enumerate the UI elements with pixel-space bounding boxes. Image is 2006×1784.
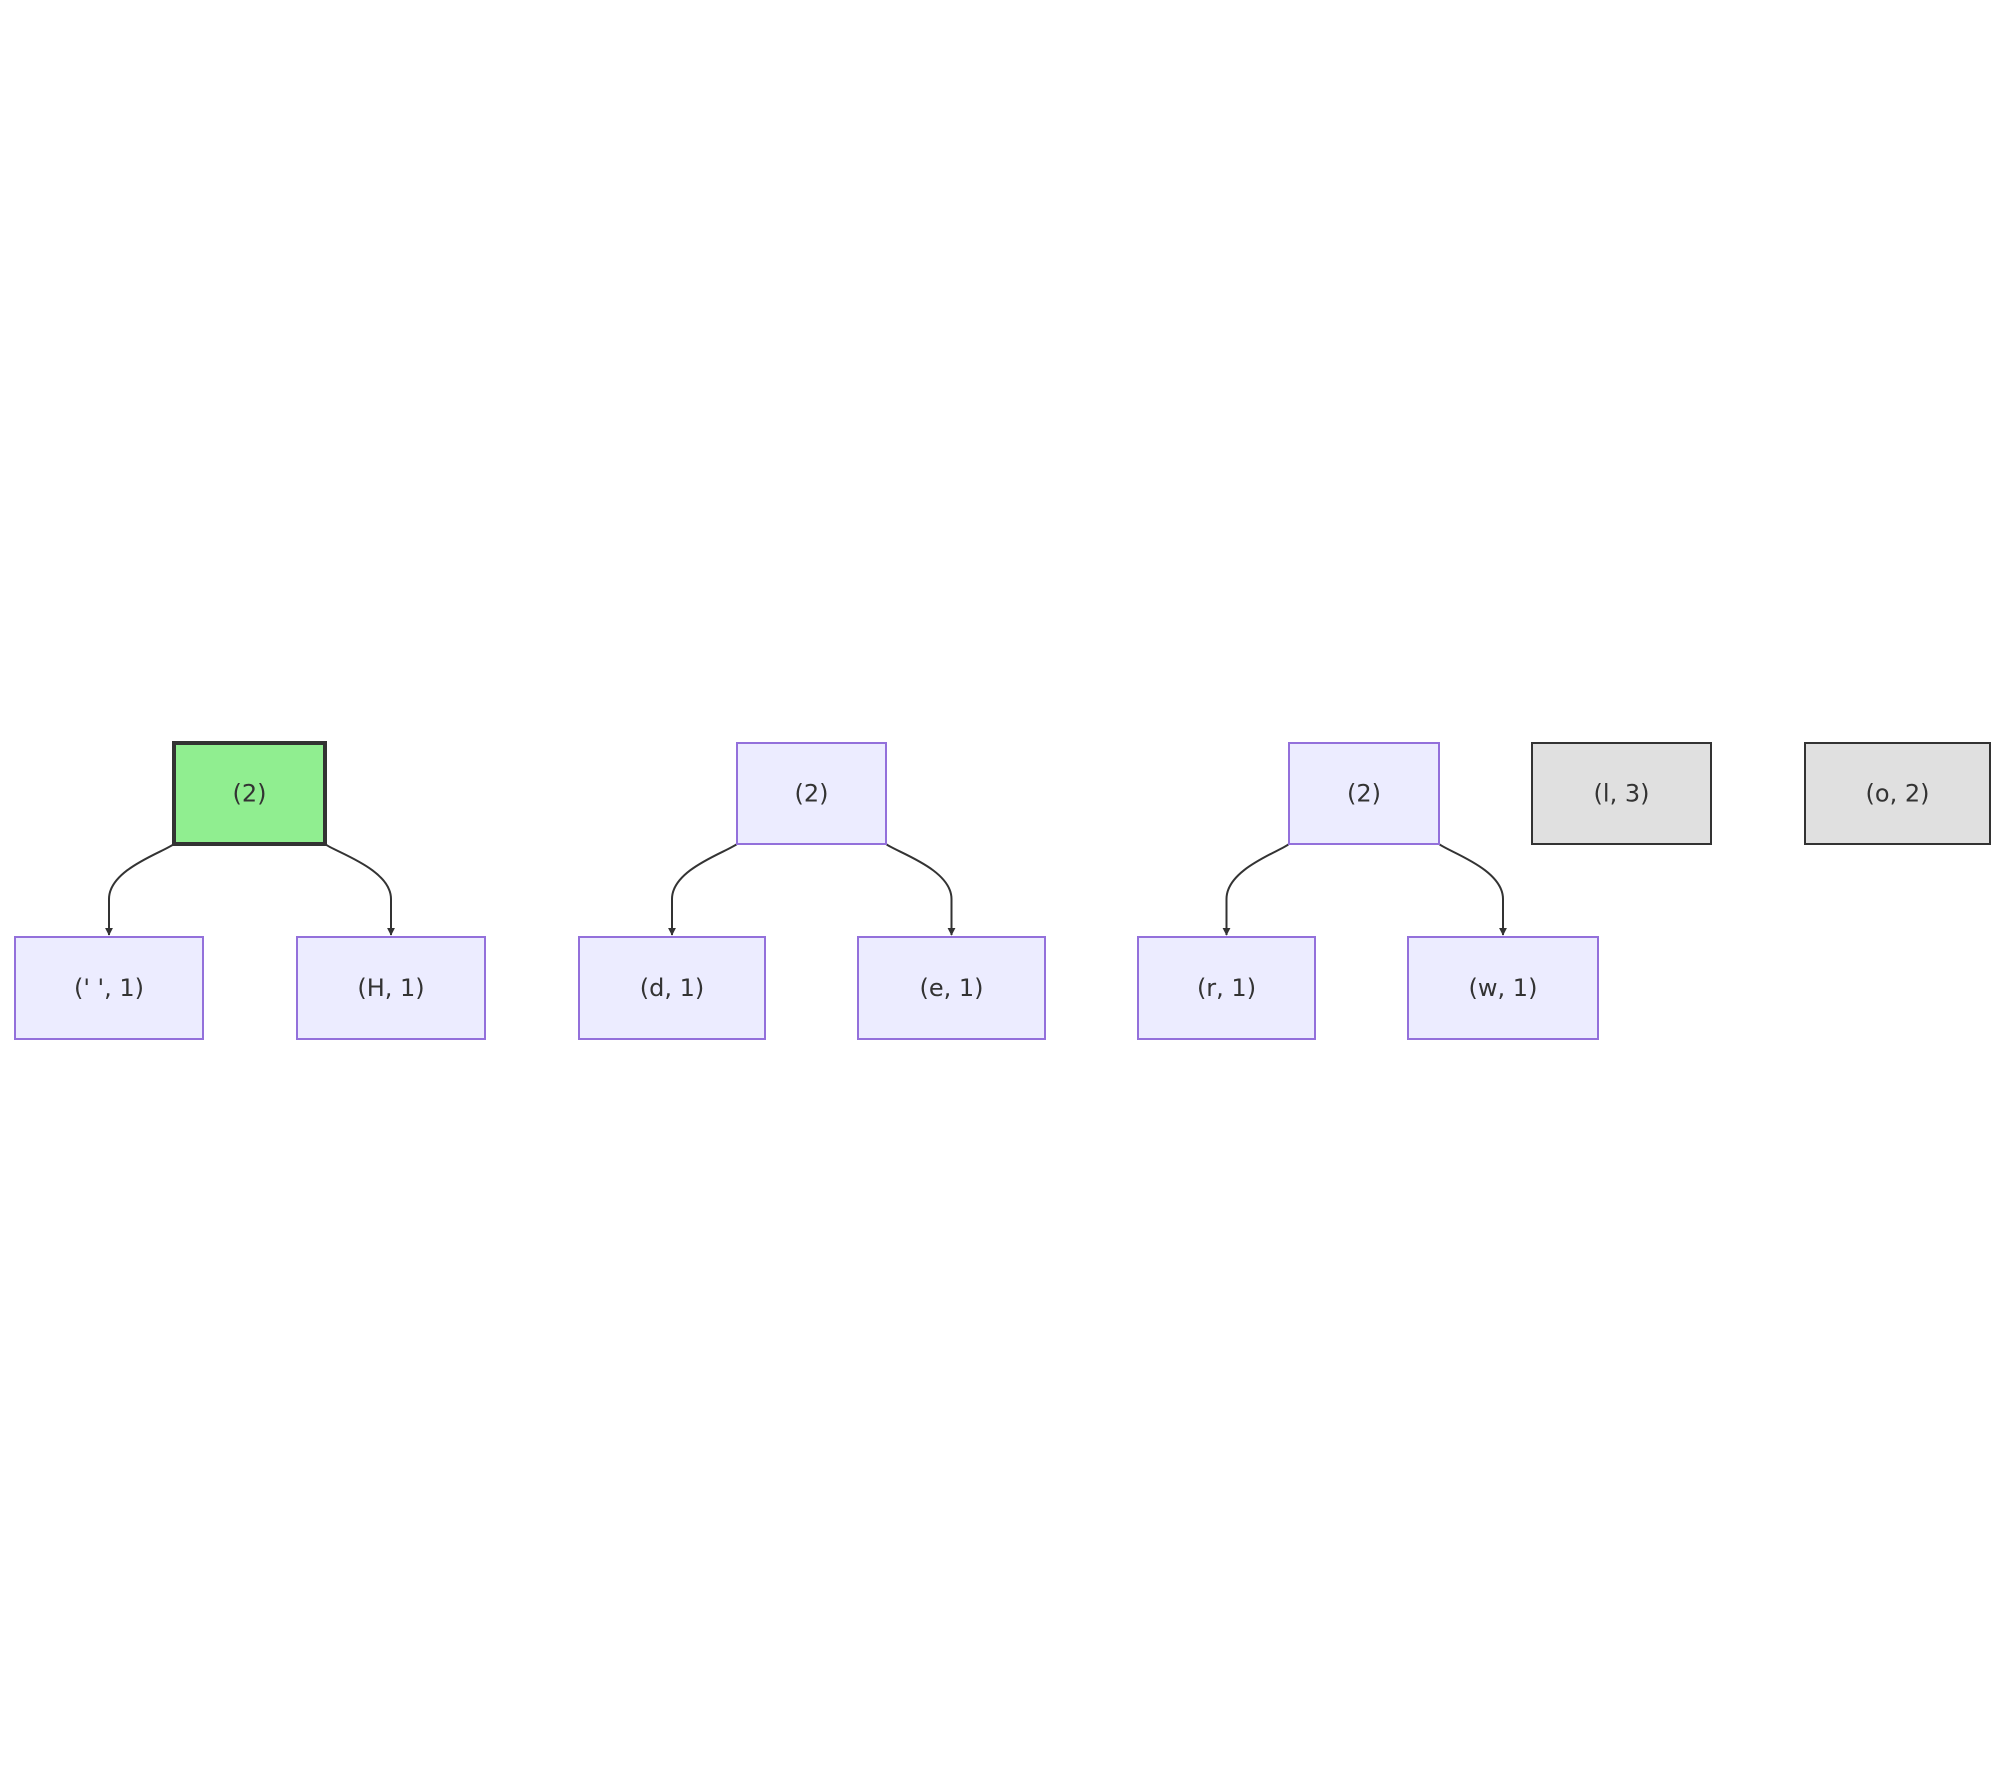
edge-root3-r xyxy=(1222,843,1290,936)
node-space: (' ', 1) xyxy=(14,936,204,1040)
node-root2: (2) xyxy=(736,742,887,845)
node-label: (2) xyxy=(233,780,267,808)
edge-root3-w xyxy=(1438,843,1507,936)
node-label: (2) xyxy=(1347,780,1381,808)
node-label: (e, 1) xyxy=(919,974,983,1002)
node-box xyxy=(736,742,887,845)
edge-root2-e xyxy=(885,843,956,936)
node-label: (r, 1) xyxy=(1197,974,1256,1002)
node-root1: (2) xyxy=(172,741,327,846)
node-label: (l, 3) xyxy=(1594,780,1650,808)
node-w: (w, 1) xyxy=(1407,936,1599,1040)
node-H: (H, 1) xyxy=(296,936,486,1040)
node-label: (o, 2) xyxy=(1866,780,1930,808)
node-label: (' ', 1) xyxy=(74,974,144,1002)
edge-root1-space xyxy=(105,843,175,936)
node-box xyxy=(1531,742,1712,845)
node-box xyxy=(14,936,204,1040)
node-box xyxy=(578,936,766,1040)
node-box xyxy=(1288,742,1440,845)
node-d: (d, 1) xyxy=(578,936,766,1040)
node-r: (r, 1) xyxy=(1137,936,1316,1040)
edge-root1-H xyxy=(324,843,395,936)
node-label: (w, 1) xyxy=(1469,974,1538,1002)
node-e: (e, 1) xyxy=(857,936,1046,1040)
node-box xyxy=(1407,936,1599,1040)
node-label: (d, 1) xyxy=(640,974,705,1002)
node-box xyxy=(1137,936,1316,1040)
node-label: (H, 1) xyxy=(357,974,424,1002)
node-label: (2) xyxy=(795,780,829,808)
node-box xyxy=(857,936,1046,1040)
node-o: (o, 2) xyxy=(1804,742,1991,845)
node-box xyxy=(1804,742,1991,845)
node-box xyxy=(296,936,486,1040)
node-box xyxy=(172,741,327,846)
node-root3: (2) xyxy=(1288,742,1440,845)
edge-root2-d xyxy=(668,843,738,936)
node-l: (l, 3) xyxy=(1531,742,1712,845)
